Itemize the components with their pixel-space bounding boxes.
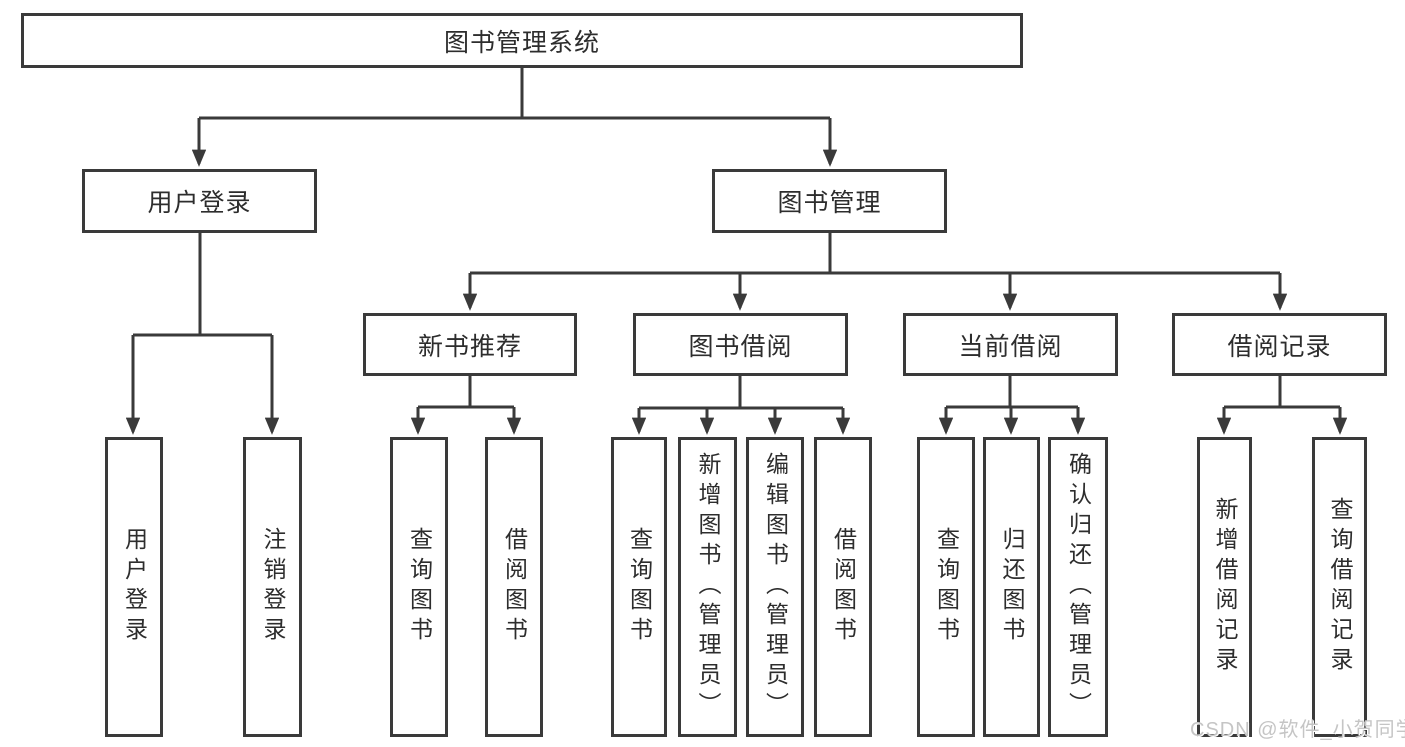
- node-borrowing-records: 借阅记录: [1172, 313, 1387, 376]
- connector-borrow-records-subtree: [1216, 376, 1348, 435]
- node-label: 借阅图书: [501, 527, 528, 647]
- connector-user-login-subtree: [125, 233, 280, 435]
- node-user-login: 用户登录: [82, 169, 317, 233]
- node-label: 图书借阅: [688, 332, 793, 361]
- connector-current-borrow-subtree: [938, 376, 1086, 435]
- leaf-logout: 注销登录: [243, 437, 302, 737]
- node-book-borrowing: 图书借阅: [633, 313, 848, 376]
- node-label: 确认归还（管理员）: [1065, 452, 1092, 722]
- node-label: 查询图书: [626, 527, 653, 647]
- leaf-query-books: 查询图书: [611, 437, 667, 737]
- csdn-watermark: CSDN @软件_小贺同学: [1190, 719, 1405, 741]
- node-label: 新增图书（管理员）: [695, 452, 721, 722]
- node-label: 图书管理: [777, 189, 882, 217]
- node-label: 注销登录: [260, 527, 286, 647]
- connector-book-borrow-subtree: [631, 376, 851, 435]
- node-new-book-recommendation: 新书推荐: [363, 313, 577, 376]
- leaf-query-borrow-record: 查询借阅记录: [1312, 437, 1367, 737]
- node-book-management: 图书管理: [712, 169, 947, 233]
- node-label: 新增借阅记录: [1212, 497, 1238, 677]
- node-label: 图书管理系统: [443, 28, 600, 57]
- node-label: 新书推荐: [417, 332, 522, 361]
- leaf-user-login: 用户登录: [105, 437, 163, 737]
- leaf-edit-books-admin: 编辑图书（管理员）: [746, 437, 804, 737]
- connector-book-mgmt-to-level3: [462, 233, 1288, 311]
- node-label: 查询借阅记录: [1327, 497, 1353, 677]
- node-label: 借阅图书: [830, 527, 857, 647]
- node-label: 编辑图书（管理员）: [762, 452, 789, 722]
- node-label: 用户登录: [147, 189, 252, 217]
- leaf-borrow-books: 借阅图书: [814, 437, 872, 737]
- node-label: 借阅记录: [1227, 332, 1332, 361]
- leaf-query-books: 查询图书: [390, 437, 448, 737]
- connector-new-book-subtree: [410, 376, 522, 435]
- node-label: 用户登录: [121, 527, 148, 647]
- leaf-confirm-return-admin: 确认归还（管理员）: [1048, 437, 1108, 737]
- node-label: 查询图书: [933, 527, 960, 647]
- leaf-return-books: 归还图书: [983, 437, 1040, 737]
- leaf-add-borrow-record: 新增借阅记录: [1197, 437, 1252, 737]
- node-label: 当前借阅: [958, 332, 1063, 361]
- node-label: 查询图书: [406, 527, 433, 647]
- connector-root-to-level2: [191, 68, 838, 167]
- leaf-borrow-books: 借阅图书: [485, 437, 543, 737]
- node-current-borrowing: 当前借阅: [903, 313, 1118, 376]
- leaf-query-books: 查询图书: [917, 437, 975, 737]
- leaf-add-books-admin: 新增图书（管理员）: [678, 437, 737, 737]
- node-library-management-system: 图书管理系统: [21, 13, 1023, 68]
- node-label: 归还图书: [999, 527, 1025, 647]
